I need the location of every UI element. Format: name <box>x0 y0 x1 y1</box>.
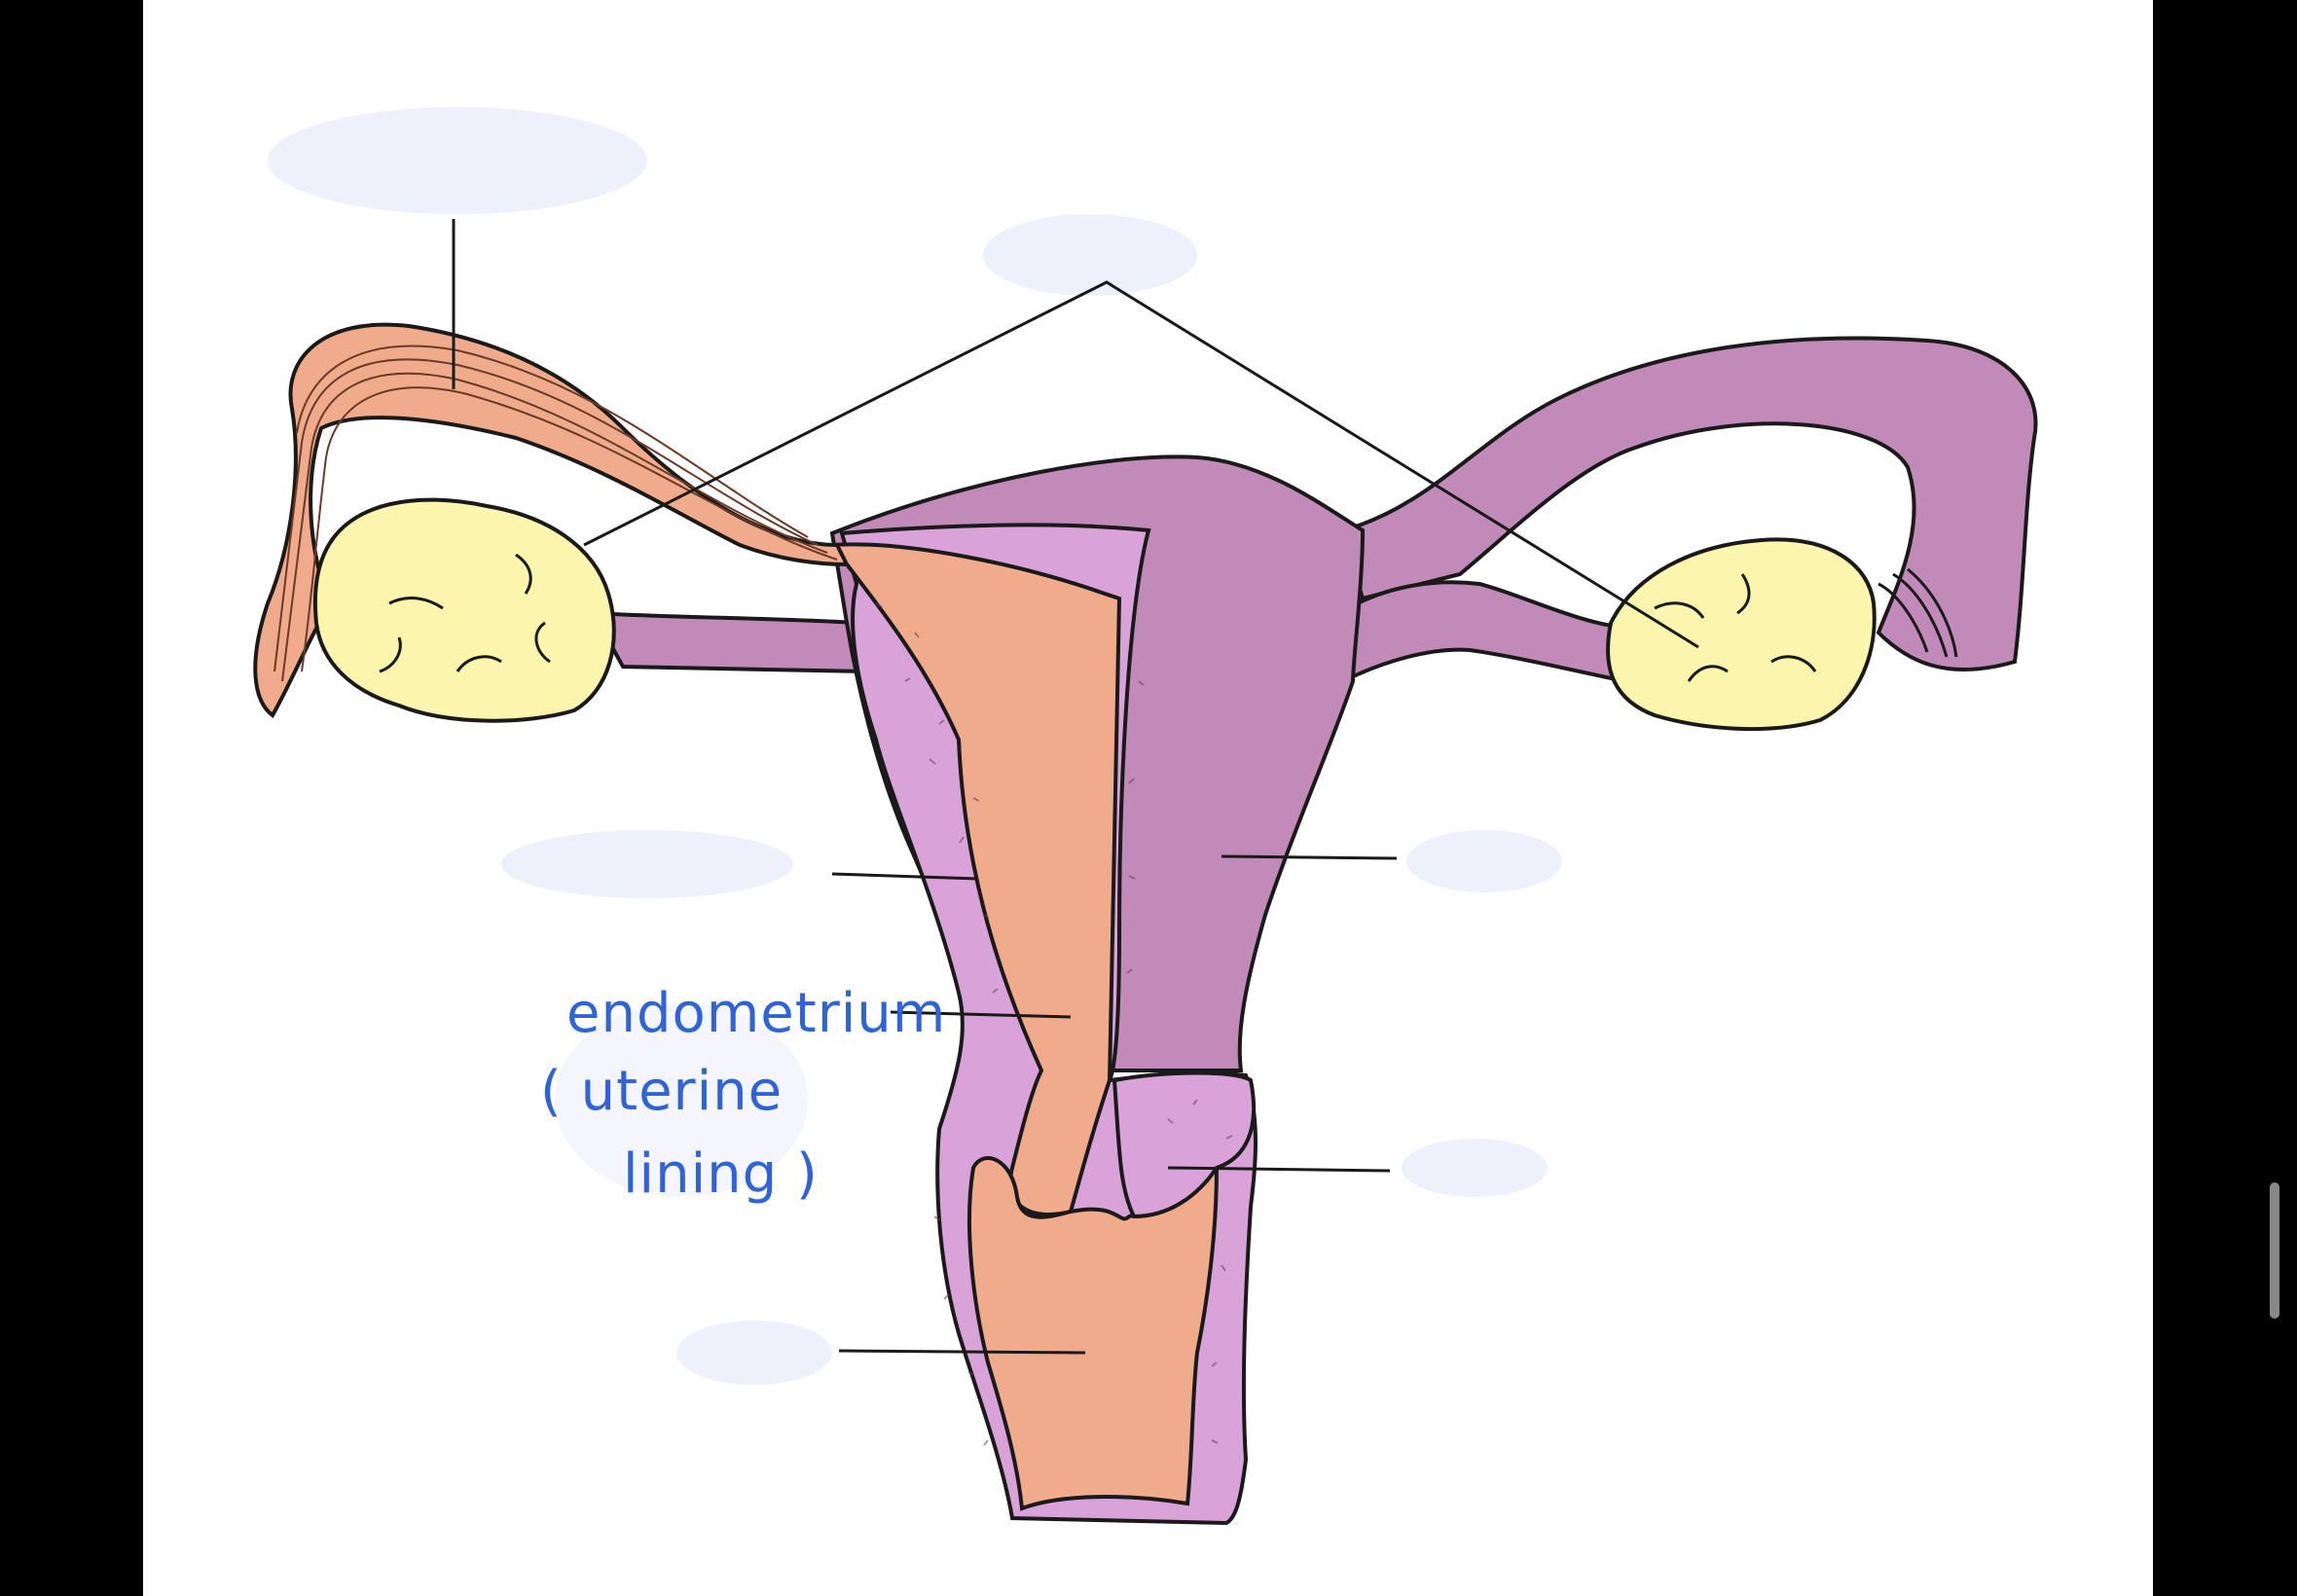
diagram-page: endometrium ( uterine lining ) <box>143 0 2279 1596</box>
endometrium-texture <box>875 602 1233 1446</box>
label-mask-fallopian <box>268 107 647 214</box>
scrollbar-thumb[interactable] <box>2270 1182 2279 1319</box>
label-mask-vagina <box>676 1321 832 1385</box>
vagina <box>966 1156 1220 1511</box>
leader-endometrium <box>890 1010 1072 1019</box>
right-ovary-folds <box>1654 573 1817 682</box>
label-mask-right-mid <box>1406 830 1562 892</box>
leader-cervix <box>1167 1166 1391 1173</box>
right-fallopian-tube <box>1340 336 2038 671</box>
label-mask-ovary <box>983 214 1197 296</box>
right-ovarian-ligament <box>1340 580 1627 685</box>
uterine-cavity <box>828 542 1122 1216</box>
handwritten-label-line3: lining ) <box>623 1143 819 1206</box>
fimbriae-lines <box>273 345 838 682</box>
leader-lines <box>452 219 1699 1355</box>
handwritten-label: endometrium ( uterine lining ) <box>540 982 946 1206</box>
leader-right-mid <box>1221 854 1398 860</box>
leader-ovaries <box>583 280 1699 649</box>
label-mask-cervix <box>1402 1139 1548 1197</box>
leader-vagina <box>838 1349 1086 1355</box>
left-ovary-folds <box>379 553 551 673</box>
leader-left-mid <box>831 872 979 881</box>
left-fallopian-tube <box>253 322 851 718</box>
right-fimbriae <box>1878 567 1958 658</box>
left-ovary <box>312 497 616 723</box>
label-mask-left-mid <box>501 830 793 898</box>
handwritten-label-line1: endometrium <box>566 982 946 1045</box>
handwritten-label-line2: ( uterine <box>540 1060 783 1123</box>
label-mask-left-lower <box>555 1002 808 1197</box>
uterus-diagram: endometrium ( uterine lining ) <box>253 107 2038 1526</box>
label-masks <box>268 107 1562 1385</box>
right-ovary <box>1606 537 1877 732</box>
